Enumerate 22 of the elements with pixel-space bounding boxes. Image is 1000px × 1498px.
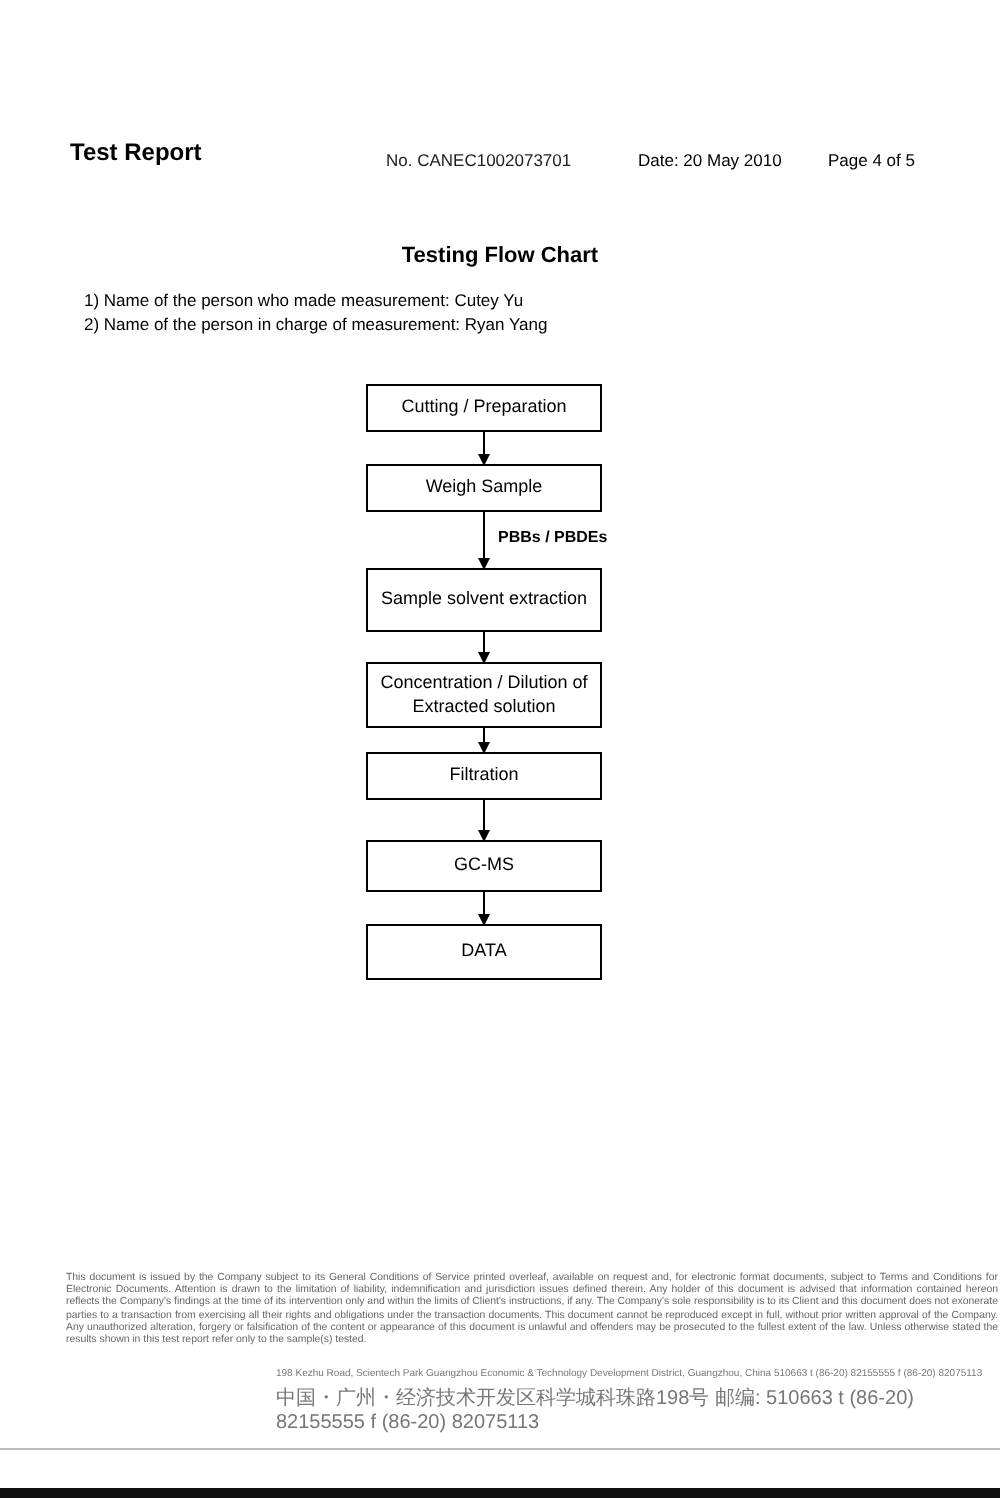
process-box: GC-MS (366, 840, 602, 892)
arrow (478, 799, 490, 842)
process-box: Concentration / Dilution of Extracted solution (366, 662, 602, 728)
arrow (478, 511, 490, 570)
report-date: Date: 20 May 2010 (638, 150, 782, 171)
process-box: DATA (366, 924, 602, 980)
report-heading: Test Report (70, 138, 202, 167)
process-box: Sample solvent extraction (366, 568, 602, 632)
arrow (478, 891, 490, 926)
chart-title: Testing Flow Chart (399, 244, 601, 268)
process-box: Filtration (366, 752, 602, 800)
page-number: Page 4 of 5 (828, 150, 915, 171)
arrow (478, 431, 490, 466)
arrow (478, 727, 490, 754)
supervisor-name: 2) Name of the person in charge of measurement: Ryan Yang (84, 314, 548, 335)
address-text: 中国・广州・经济技术开发区科学城科珠路198号 邮编: 510663 t (86-20) 82155555 f (86-20) 82075113 (276, 1388, 916, 1436)
process-box: Cutting / Preparation (366, 384, 602, 432)
report-number: No. CANEC1002073701 (386, 150, 572, 171)
measurer-name: 1) Name of the person who made measurement: Cutey Yu (84, 290, 524, 311)
edge-label: PBBs / PBDEs (498, 528, 608, 546)
process-box: Weigh Sample (366, 464, 602, 512)
arrow (478, 631, 490, 664)
